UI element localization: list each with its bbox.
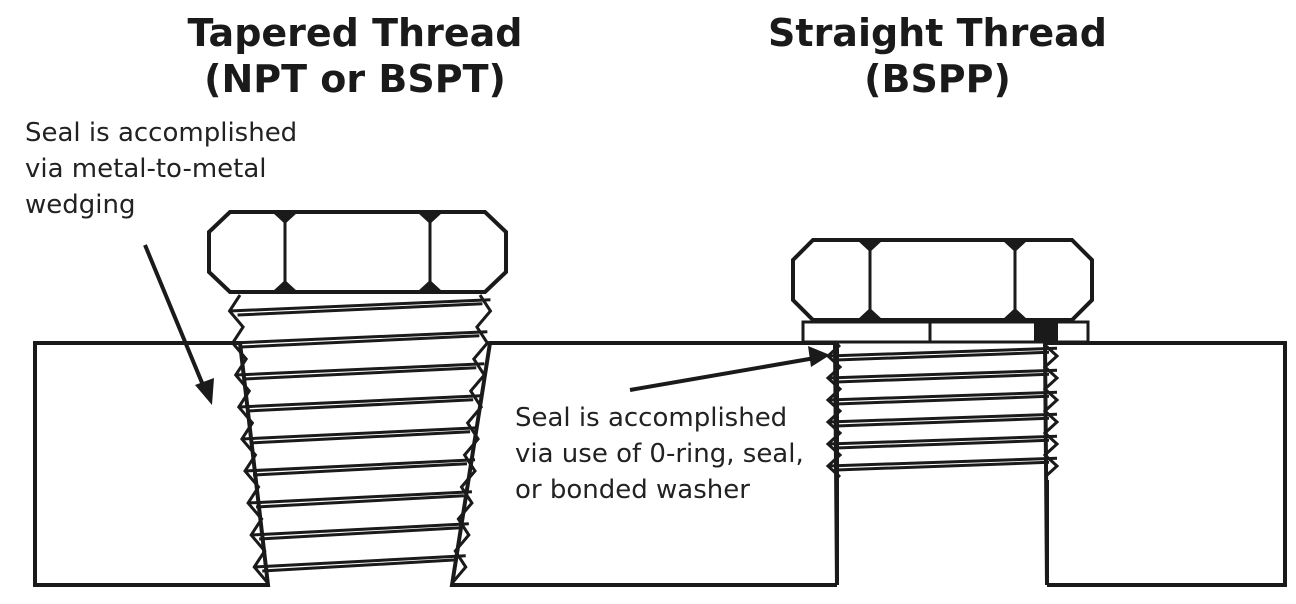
- base-block-right: [1042, 341, 1287, 587]
- straight-note-line: or bonded washer: [515, 475, 750, 505]
- straight-title: Straight Thread (BSPP): [745, 10, 1130, 102]
- thread-ridge: [251, 522, 469, 541]
- thread-ridge: [238, 394, 482, 413]
- tapered-note-line: via metal-to-metal: [25, 154, 267, 184]
- thread-ridge: [248, 490, 472, 509]
- tapered-seal-note: Seal is accomplished via metal-to-metal …: [25, 115, 297, 223]
- straight-title-line2: (BSPP): [864, 57, 1011, 101]
- tapered-title: Tapered Thread (NPT or BSPT): [150, 10, 560, 102]
- thread-ridge: [827, 434, 1058, 450]
- tapered-title-line2: (NPT or BSPT): [204, 57, 506, 101]
- thread-ridge: [827, 390, 1058, 406]
- thread-ridge: [241, 426, 479, 445]
- thread-flank-left: [825, 343, 843, 479]
- thread-ridge: [827, 368, 1058, 384]
- thread-flank-right: [1042, 343, 1060, 479]
- thread-ridge: [827, 456, 1058, 472]
- tapered-title-line1: Tapered Thread: [187, 11, 523, 55]
- tapered-note-line: Seal is accomplished: [25, 118, 298, 148]
- straight-title-line1: Straight Thread: [768, 11, 1107, 55]
- straight-note-line: Seal is accomplished: [515, 403, 788, 433]
- straight-seal-note: Seal is accomplished via use of 0-ring, …: [515, 400, 804, 508]
- thread-flank-left: [227, 294, 269, 584]
- thread-ridge: [827, 346, 1058, 362]
- base-block: [33, 341, 271, 587]
- tapered-threads: [227, 294, 493, 584]
- straight-note-line: via use of 0-ring, seal,: [515, 439, 804, 469]
- tapered-hex-nut: [207, 210, 508, 294]
- straight-threads: [825, 343, 1060, 479]
- thread-ridge: [827, 412, 1058, 428]
- thread-ridge: [229, 298, 491, 317]
- thread-ridge: [232, 330, 488, 349]
- tapered-note-line: wedging: [25, 190, 136, 220]
- thread-ridge: [235, 362, 485, 381]
- thread-ridge: [254, 554, 466, 573]
- thread-ridge: [244, 458, 476, 477]
- straight-seal-arrow: [629, 346, 830, 392]
- straight-hex-nut: [791, 238, 1094, 322]
- bonded-washer: [801, 320, 1090, 344]
- tapered-seal-arrow: [143, 244, 214, 405]
- thread-flank-right: [451, 294, 493, 584]
